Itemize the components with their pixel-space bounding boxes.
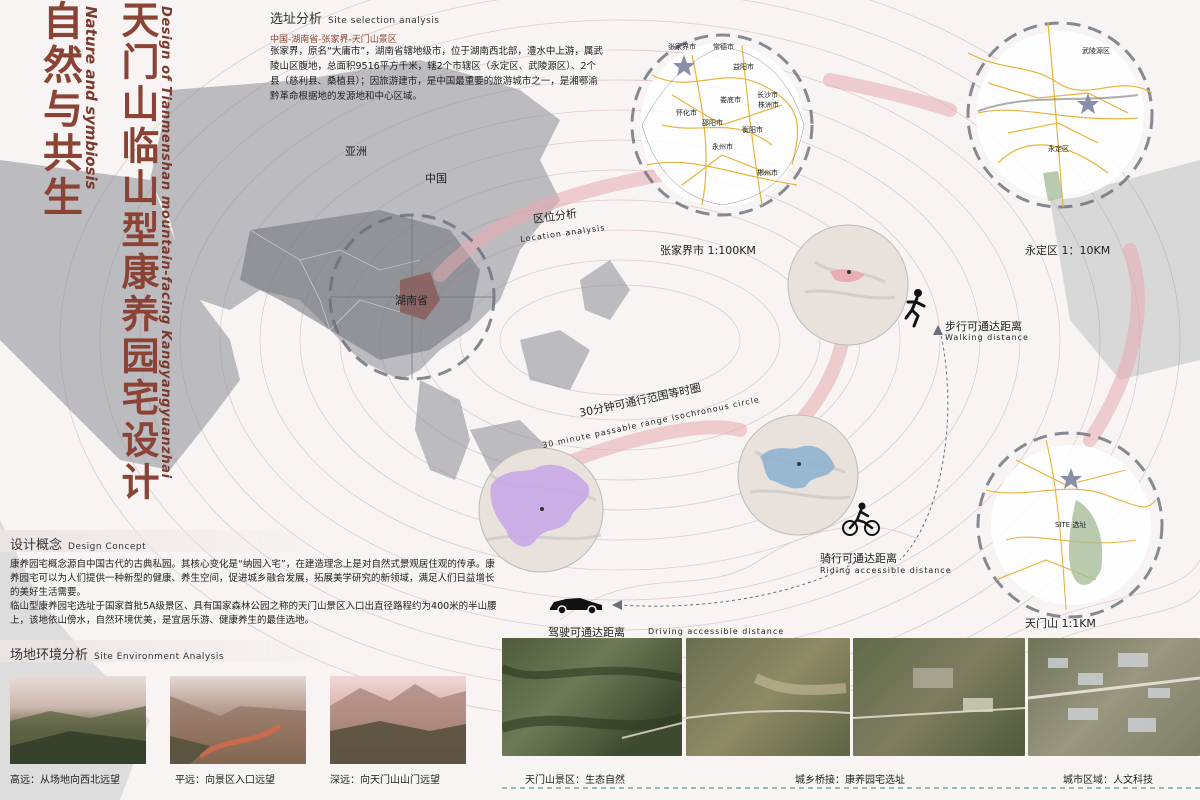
aerial-photo-1 bbox=[502, 638, 682, 756]
design-concept-heading-cn: 设计概念 bbox=[10, 538, 63, 553]
photo-caption-high: 高远：从场地向西北远望 bbox=[10, 775, 120, 786]
city-label-changde: 常德市 bbox=[713, 43, 734, 51]
riding-label-en: Riding accessible distance bbox=[820, 566, 952, 575]
photo-high-distance bbox=[10, 676, 146, 764]
main-title-cn: 天门山临山型康养园宅设计 bbox=[115, 0, 159, 504]
label-asia: 亚洲 bbox=[345, 145, 367, 158]
city-label-loudi: 娄底市 bbox=[720, 96, 741, 104]
site-path: 中国-湖南省-张家界-天门山景区 bbox=[270, 35, 397, 45]
aerial-caption-ecology: 天门山景区：生态自然 bbox=[525, 775, 625, 786]
scale-label-zhangjiajie: 张家界市 1:100KM bbox=[660, 244, 756, 257]
photo-caption-deep: 深远：向天门山山门远望 bbox=[330, 775, 440, 786]
driving-label-cn: 驾驶可通达距离 bbox=[548, 626, 625, 639]
city-label-changsha: 长沙市 bbox=[757, 91, 778, 99]
site-env-heading: 场地环境分析 Site Environment Analysis bbox=[10, 644, 224, 663]
riding-label-cn: 骑行可通达距离 bbox=[820, 552, 897, 565]
city-label-shaoyang: 邵阳市 bbox=[702, 119, 723, 127]
photo-caption-level: 平远：向景区入口远望 bbox=[175, 775, 275, 786]
city-label-zhuzhou: 株洲市 bbox=[758, 101, 779, 109]
site-env-band bbox=[0, 640, 320, 662]
site-selection-paragraph: 张家界，原名“大庸市”，湖南省辖地级市，位于湖南西北部，澧水中上游，属武陵山区腹… bbox=[270, 46, 603, 102]
city-label-yiyang: 益阳市 bbox=[733, 63, 754, 71]
design-concept-heading-en: Design Concept bbox=[68, 542, 147, 552]
site-label: SITE 选址 bbox=[1055, 521, 1087, 529]
site-env-heading-en: Site Environment Analysis bbox=[94, 652, 225, 662]
aerial-photo-4 bbox=[1028, 638, 1200, 756]
label-hunan: 湖南省 bbox=[395, 294, 428, 307]
driving-isochrone-map bbox=[478, 447, 604, 573]
city-label-yongzhou: 永州市 bbox=[712, 143, 733, 151]
riding-isochrone-map bbox=[737, 414, 859, 536]
aerial-photo-2 bbox=[686, 638, 850, 756]
site-selection-heading-cn: 选址分析 bbox=[270, 12, 323, 27]
site-selection-heading-en: Site selection analysis bbox=[328, 16, 440, 26]
photo-deep-distance bbox=[330, 676, 466, 764]
aerial-caption-bridge: 城乡桥接：康养园宅选址 bbox=[795, 775, 905, 786]
photo-level-distance bbox=[170, 676, 306, 764]
design-concept-paragraph-2: 临山型康养园宅选址于国家首批5A级景区、具有国家森林公园之称的天门山景区入口出直… bbox=[10, 601, 497, 626]
site-selection-heading: 选址分析 Site selection analysis bbox=[270, 8, 439, 27]
district-label-wulingyuan: 武陵源区 bbox=[1082, 47, 1110, 55]
city-label-chenzhou: 郴州市 bbox=[757, 169, 778, 177]
label-china: 中国 bbox=[425, 172, 447, 185]
site-env-heading-cn: 场地环境分析 bbox=[10, 648, 89, 663]
walking-label-cn: 步行可通达距离 bbox=[945, 320, 1022, 333]
design-concept-heading: 设计概念 Design Concept bbox=[10, 534, 146, 553]
car-icon bbox=[550, 598, 602, 615]
design-concept-band bbox=[0, 530, 310, 552]
theme-title-cn: 自然与共生 bbox=[36, 0, 82, 220]
yongding-route-map bbox=[968, 23, 1152, 207]
zhangjiajie-route-map bbox=[640, 43, 805, 207]
walking-label-en: Walking distance bbox=[945, 333, 1029, 342]
tianmenshan-route-map bbox=[986, 440, 1156, 610]
design-concept-paragraph-1: 康养园宅概念源自中国古代的古典私园。其核心变化是“纳园入宅”，在建造理念上是对自… bbox=[10, 559, 495, 598]
runner-icon bbox=[904, 289, 926, 328]
walking-isochrone-map bbox=[787, 224, 909, 346]
hunan-highlight bbox=[400, 272, 440, 320]
aerial-photo-3 bbox=[853, 638, 1025, 756]
city-label-huaihua: 怀化市 bbox=[676, 109, 697, 117]
main-title-en: Design of Tianmenshan mountain-facing Ka… bbox=[158, 6, 173, 479]
scale-label-yongding: 永定区 1：10KM bbox=[1025, 244, 1111, 257]
district-label-yongding: 永定区 bbox=[1048, 145, 1069, 153]
city-label-hengyang: 衡阳市 bbox=[742, 126, 763, 134]
cyclist-icon bbox=[842, 502, 880, 536]
aerial-caption-urban: 城市区域：人文科技 bbox=[1063, 775, 1153, 786]
scale-label-tianmenshan: 天门山 1:1KM bbox=[1025, 617, 1096, 630]
driving-label-en: Driving accessible distance bbox=[648, 627, 785, 636]
city-label-zhangjiajie: 张家界市 bbox=[668, 43, 696, 51]
theme-title-en: Nature and symbiosis bbox=[82, 6, 100, 190]
